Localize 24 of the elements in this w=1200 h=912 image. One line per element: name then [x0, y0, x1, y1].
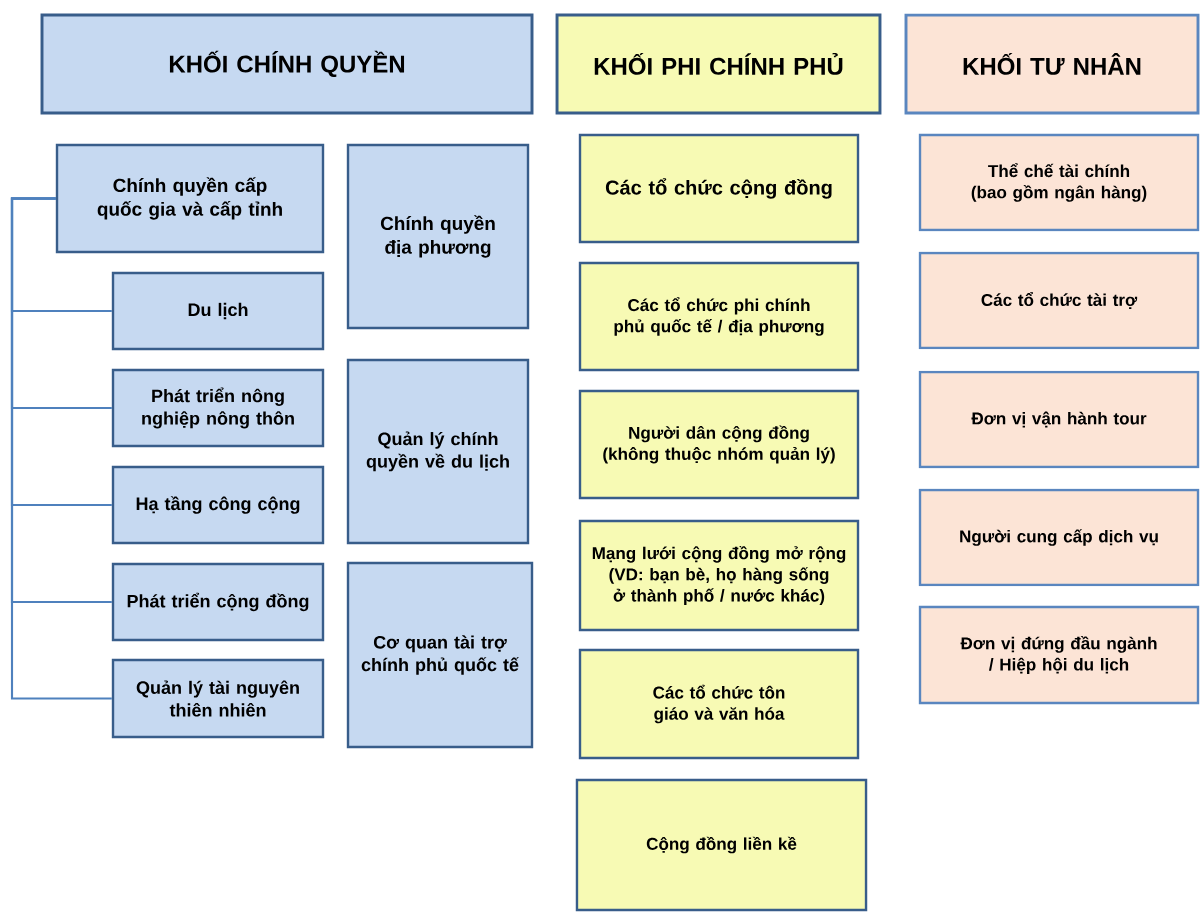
category-box: Mạng lưới cộng đồng mở rộng (VD: bạn bè, họ hàng sống ở thành phố / nước khác) — [578, 519, 860, 632]
category-box: Phát triển nông nghiệp nông thôn — [111, 368, 325, 448]
category-box: Các tổ chức phi chính phủ quốc tế / địa phương — [578, 261, 860, 372]
category-box: Du lịch — [111, 271, 325, 351]
category-box: Chính quyền cấp quốc gia và cấp tỉnh — [55, 143, 325, 254]
category-box: Người cung cấp dịch vụ — [918, 488, 1200, 587]
connector-line — [10, 197, 112, 700]
category-box: Phát triển cộng đồng — [111, 562, 325, 642]
category-box: Cơ quan tài trợ chính phủ quốc tế — [346, 561, 534, 749]
category-box: Quản lý tài nguyên thiên nhiên — [111, 658, 325, 739]
column-header: KHỐI CHÍNH QUYỀN — [40, 13, 534, 115]
column-header: KHỐI PHI CHÍNH PHỦ — [555, 13, 882, 115]
category-box: Các tổ chức tôn giáo và văn hóa — [578, 648, 860, 760]
category-box: Quản lý chính quyền về du lịch — [346, 358, 530, 545]
category-box: Đơn vị vận hành tour — [918, 370, 1200, 469]
category-box: Đơn vị đứng đầu ngành / Hiệp hội du lịch — [918, 605, 1200, 705]
category-box: Các tổ chức cộng đồng — [578, 133, 860, 244]
category-box: Cộng đồng liền kề — [575, 778, 868, 912]
category-box: Thể chế tài chính (bao gồm ngân hàng) — [918, 133, 1200, 232]
category-box: Các tổ chức tài trợ — [918, 251, 1200, 350]
category-box: Hạ tầng công cộng — [111, 465, 325, 545]
category-box: Chính quyền địa phương — [346, 143, 530, 330]
column-header: KHỐI TƯ NHÂN — [904, 13, 1200, 115]
category-box: Người dân cộng đồng (không thuộc nhóm quản lý) — [578, 389, 860, 500]
